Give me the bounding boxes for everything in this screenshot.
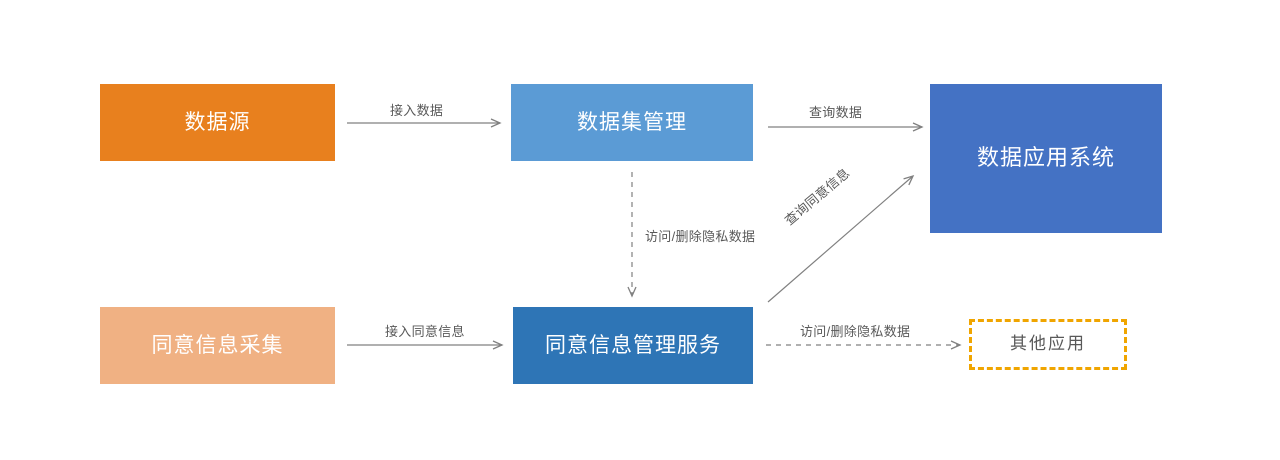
node-other-apps[interactable]: 其他应用 [969,319,1127,370]
node-data-source-label: 数据源 [184,110,251,134]
node-data-source[interactable]: 数据源 [100,84,335,161]
edge-query-consent [767,174,915,303]
node-consent-service[interactable]: 同意信息管理服务 [513,307,753,384]
node-consent-collection[interactable]: 同意信息采集 [100,307,335,384]
node-consent-collection-label: 同意信息采集 [151,333,284,357]
edge-label-query-data: 查询数据 [809,105,863,120]
node-consent-service-label: 同意信息管理服务 [545,333,721,357]
edge-label-ingest-data: 接入数据 [390,103,444,118]
edge-label-ingest-consent: 接入同意信息 [385,324,465,339]
node-data-application-system[interactable]: 数据应用系统 [930,84,1162,233]
node-dataset-management[interactable]: 数据集管理 [511,84,753,161]
edge-label-privacy-vertical: 访问/删除隐私数据 [645,229,756,244]
node-data-application-system-label: 数据应用系统 [976,145,1115,171]
node-other-apps-label: 其他应用 [1010,334,1086,354]
node-dataset-management-label: 数据集管理 [577,110,687,134]
edge-label-privacy-bottom: 访问/删除隐私数据 [800,324,911,339]
